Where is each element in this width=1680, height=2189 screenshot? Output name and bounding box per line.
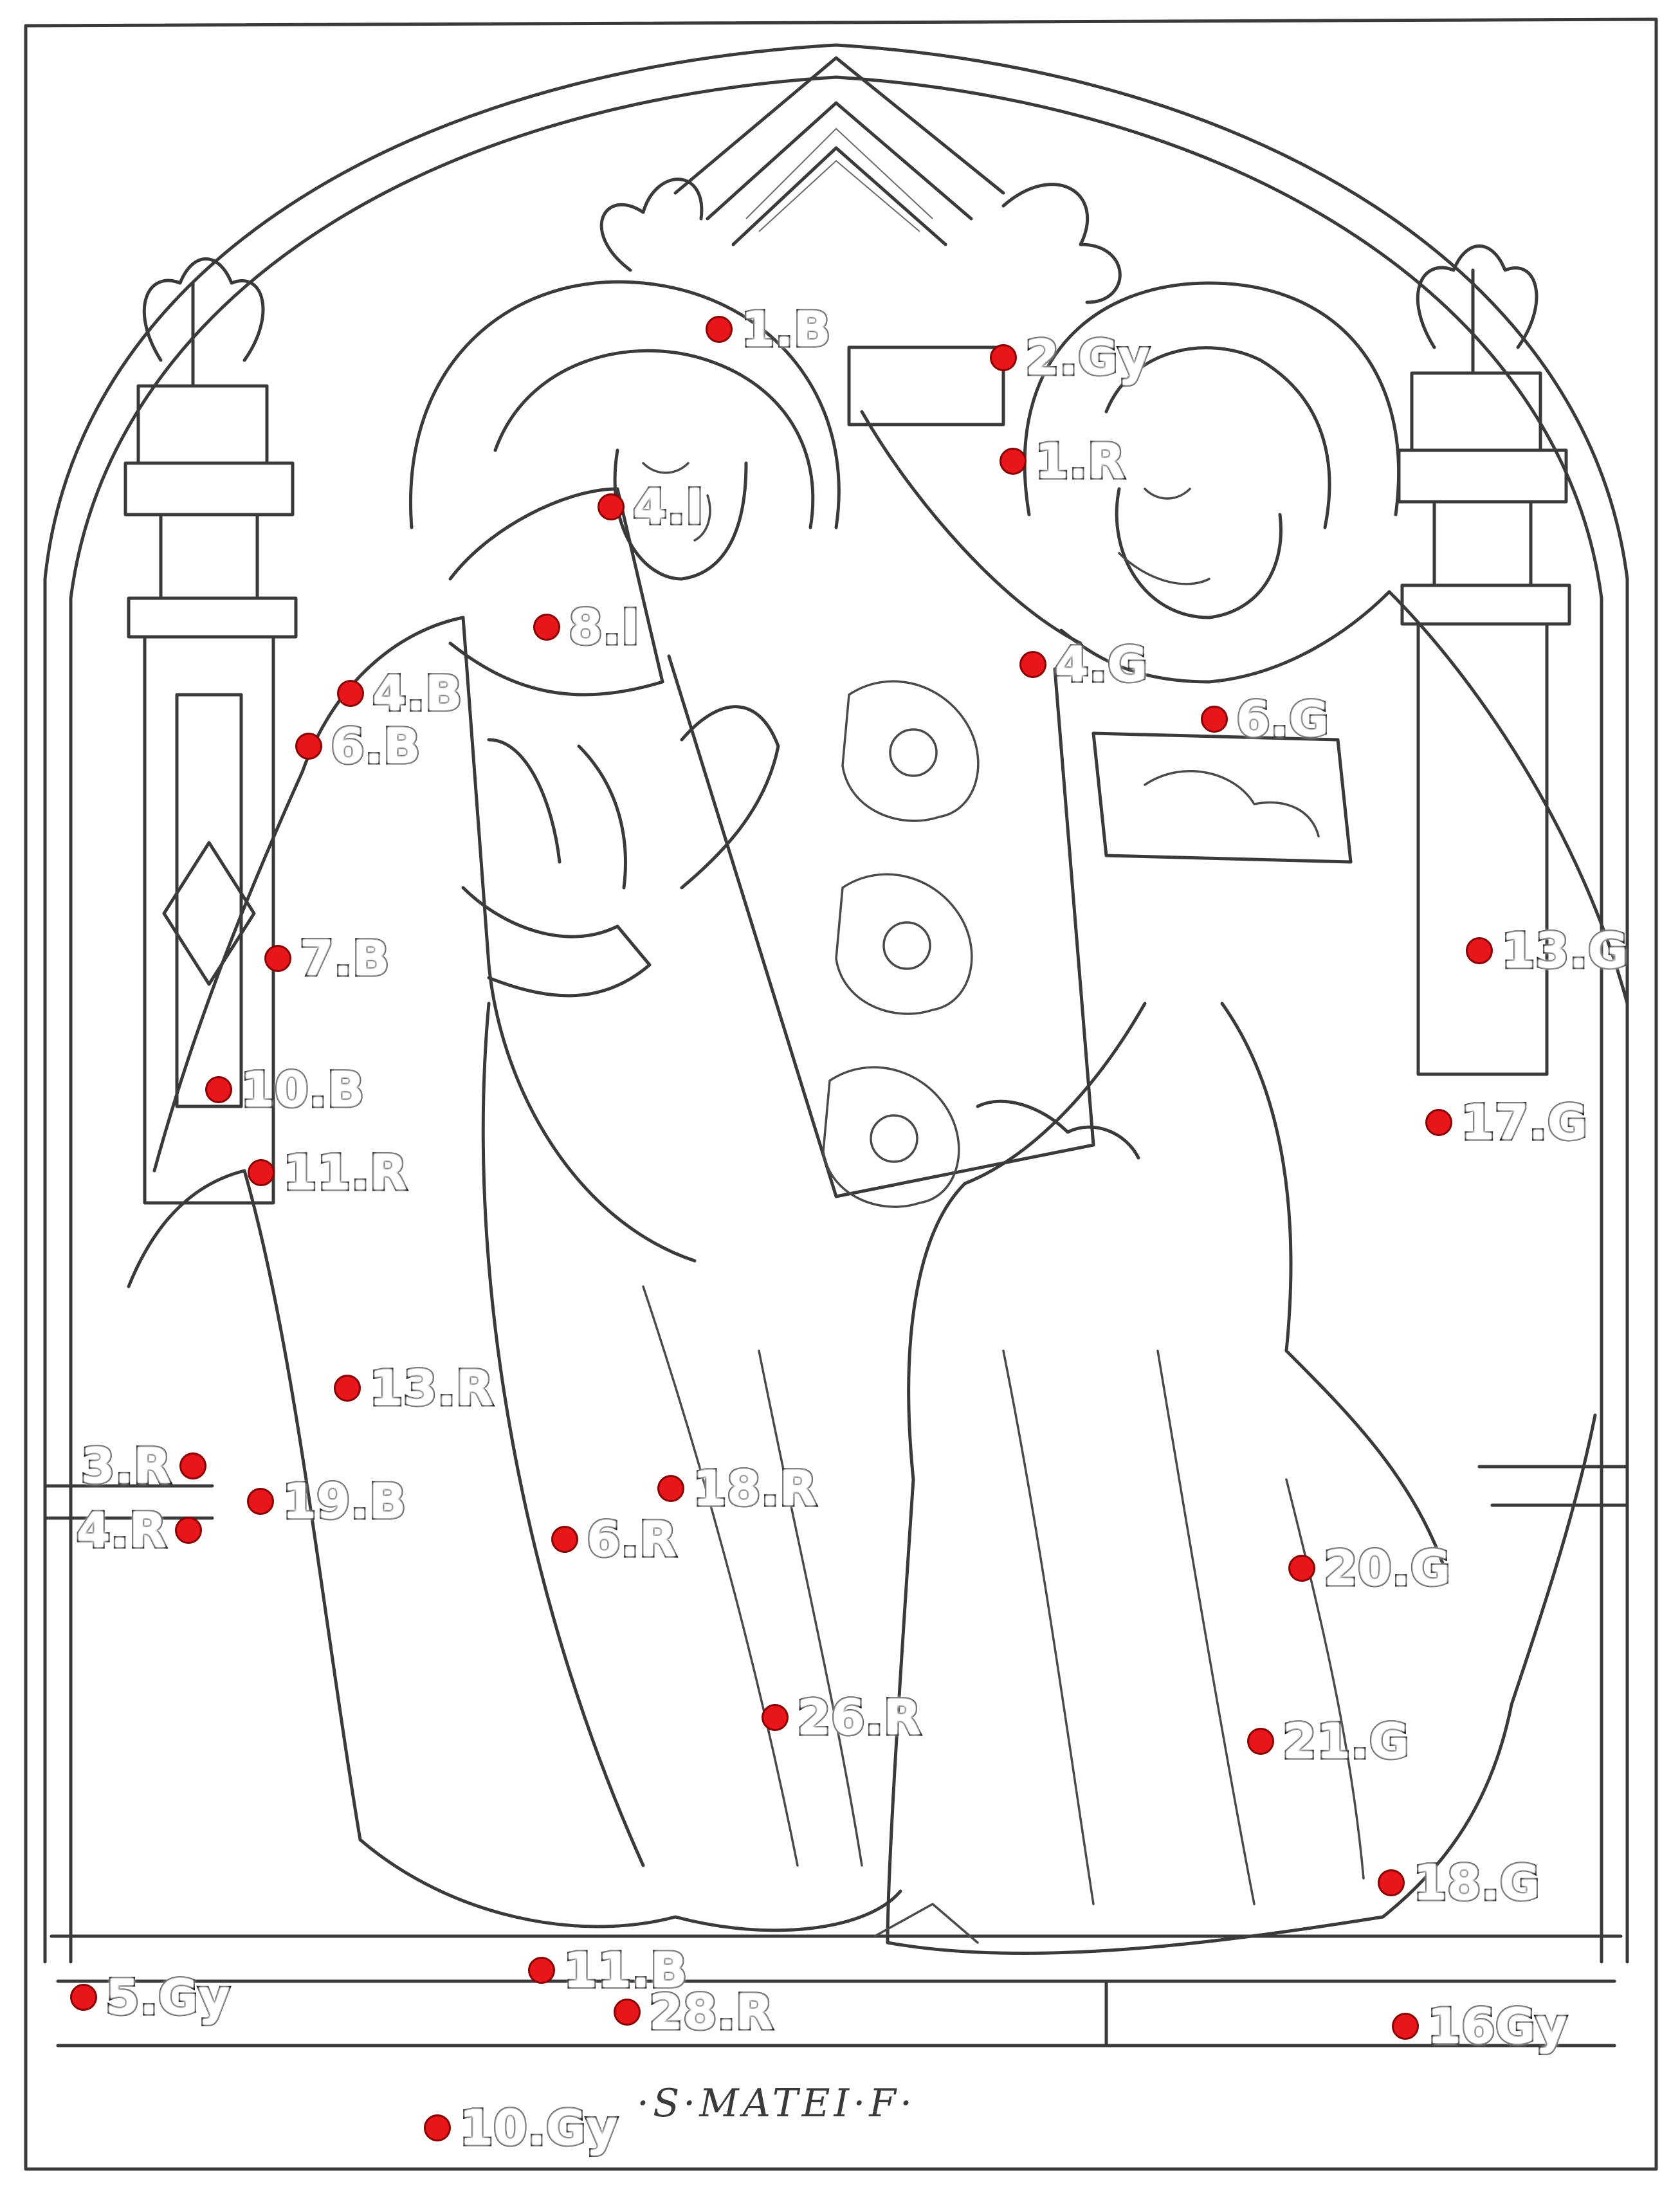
sample-dot — [1425, 1109, 1452, 1136]
sample-label: 10.B — [239, 1059, 367, 1119]
sample-dot — [205, 1076, 232, 1103]
throne-base — [43, 1465, 1629, 2047]
sample-dot — [657, 1475, 684, 1502]
sample-label: 8.I — [567, 597, 641, 657]
sample-label: 3.R — [79, 1436, 172, 1496]
sample-dot — [424, 2114, 451, 2141]
sample-label: 13.R — [367, 1358, 495, 1418]
outer-frame — [24, 17, 1658, 2171]
sample-dot — [533, 614, 560, 641]
sample-dot — [1392, 2013, 1419, 2040]
sample-dot — [295, 733, 322, 760]
sample-label: 6.G — [1234, 689, 1330, 749]
sample-label: 19.B — [281, 1471, 408, 1531]
sample-label: 13.G — [1499, 920, 1629, 980]
sample-dot — [337, 680, 364, 707]
sample-label: 2.Gy — [1024, 327, 1152, 387]
sample-dot — [1247, 1728, 1274, 1755]
sample-dot — [247, 1488, 274, 1515]
arch-inner — [69, 75, 1603, 1964]
sample-dot — [175, 1517, 202, 1544]
sample-label: 18.G — [1411, 1853, 1541, 1912]
sample-dot — [598, 493, 625, 520]
sample-label: 28.R — [647, 1982, 774, 2042]
sample-dot — [179, 1452, 206, 1479]
sample-label: 7.B — [298, 928, 392, 988]
sample-label: 4.G — [1053, 634, 1149, 694]
sample-label: 16Gy — [1426, 1996, 1569, 2056]
left-pillar — [123, 257, 298, 1205]
sample-dot — [551, 1526, 578, 1553]
sample-label: 4.R — [75, 1500, 168, 1560]
sample-dot — [334, 1375, 361, 1402]
sample-dot — [1201, 706, 1228, 733]
artist-inscription: ·S·MATEI·F· — [637, 2081, 917, 2126]
sample-label: 1.B — [740, 299, 833, 359]
cloth-of-honour — [667, 654, 1095, 1208]
sample-dot — [706, 316, 733, 343]
sample-dot — [1000, 448, 1027, 475]
sample-dot — [1378, 1869, 1405, 1896]
right-pillar — [1397, 244, 1571, 1076]
sample-label: 20.G — [1322, 1538, 1452, 1598]
sample-dot — [248, 1159, 275, 1186]
sample-dot — [528, 1957, 555, 1984]
sample-label: 4.I — [631, 477, 705, 536]
sample-label: 11.R — [281, 1142, 408, 1202]
sample-label: 21.G — [1281, 1711, 1411, 1771]
sample-label: 17.G — [1459, 1092, 1589, 1152]
sample-label: 18.R — [691, 1458, 818, 1518]
sample-label: 6.R — [585, 1509, 678, 1569]
arch-outer — [43, 43, 1629, 1964]
sample-label: 4.B — [371, 663, 464, 723]
sample-dot — [614, 1999, 641, 2026]
sample-label: 1.R — [1033, 431, 1126, 491]
sample-label: 10.Gy — [458, 2098, 620, 2157]
sample-dot — [1288, 1555, 1315, 1582]
sample-dot — [990, 344, 1017, 371]
throne-gable — [599, 56, 1122, 426]
sample-dot — [762, 1704, 789, 1731]
sample-dot — [70, 1984, 97, 2011]
sample-label: 5.Gy — [104, 1967, 232, 2027]
sample-label: 6.B — [329, 716, 423, 776]
sample-label: 11.B — [562, 1940, 689, 2000]
sample-dot — [1019, 651, 1046, 678]
sample-dot — [264, 945, 291, 972]
sample-label: 26.R — [795, 1687, 922, 1747]
sample-dot — [1466, 937, 1493, 964]
